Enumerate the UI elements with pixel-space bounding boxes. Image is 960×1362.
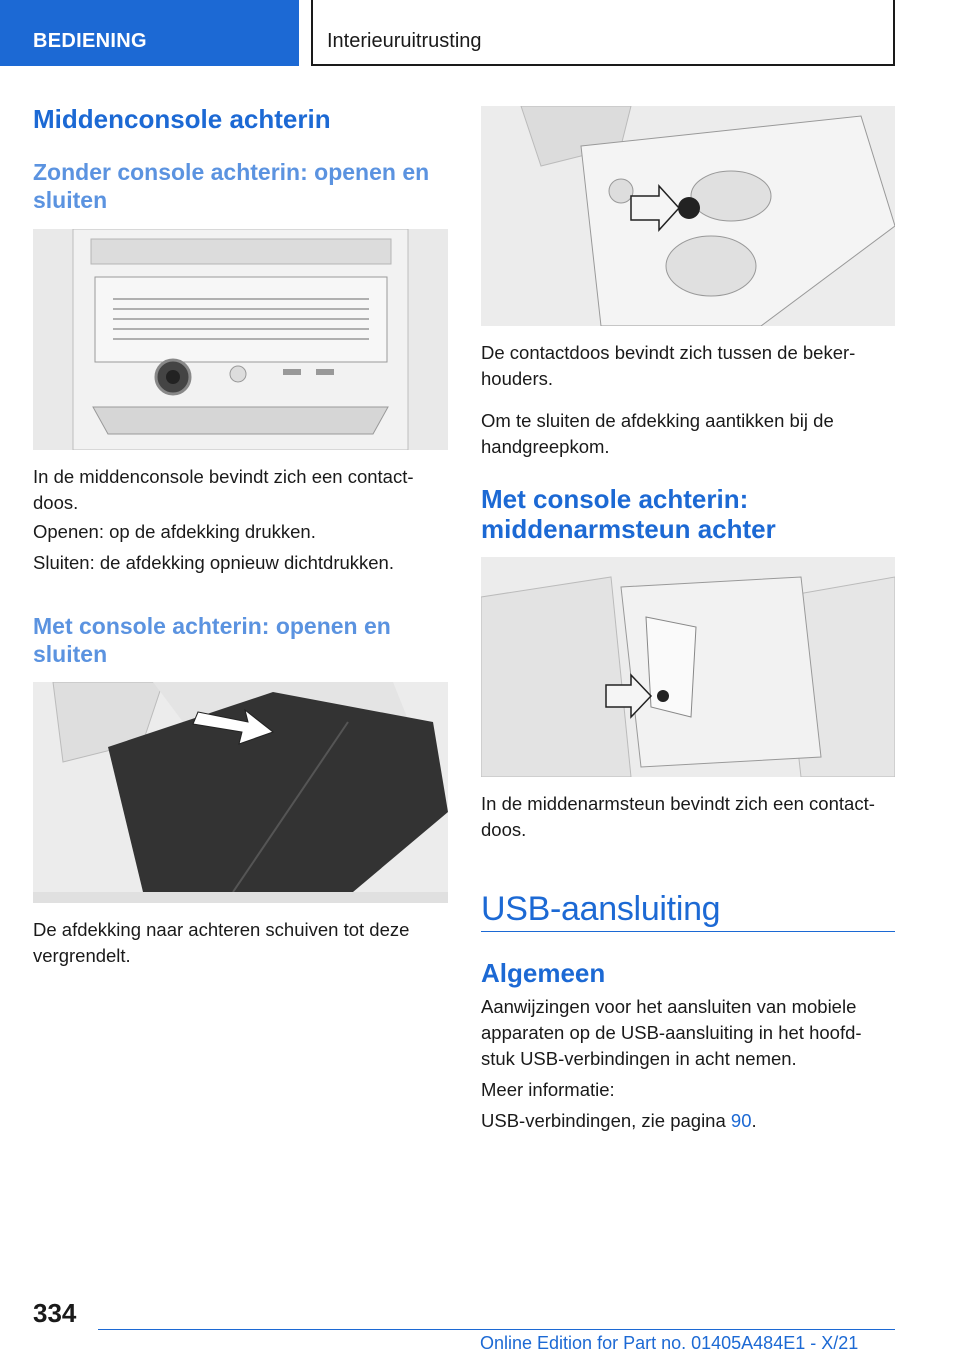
- paragraph-socket-between-cupholders: De contactdoos bevindt zich tussen de be…: [481, 342, 856, 389]
- paragraph-usb-reference: USB-verbindingen, zie pagina 90.: [481, 1110, 757, 1131]
- paragraph-open: Openen: op de afdekking drukken.: [33, 521, 316, 542]
- page-number: 334: [33, 1298, 77, 1328]
- chapter-tab: Interieuruitrusting: [311, 0, 895, 66]
- paragraph-usb-notes: Aanwijzingen voor het aansluiten van mob…: [481, 996, 862, 1069]
- subheading-general: Algemeen: [481, 958, 606, 988]
- paragraph-close: Sluiten: de afdekking opnieuw dichtdrukk…: [33, 552, 394, 573]
- illustration-sliding-cover: [33, 682, 448, 903]
- subheading-without-console: Zonder console achterin: openen en sluit…: [33, 159, 430, 213]
- illustration-socket-cupholders: [481, 106, 895, 326]
- paragraph-more-info: Meer informatie:: [481, 1079, 615, 1100]
- paragraph-socket-location: In de middenconsole bevindt zich een con…: [33, 466, 414, 513]
- illustration-center-console-socket: [33, 229, 448, 450]
- illustration-armrest-socket: [481, 557, 895, 777]
- usb-section-title: USB-aansluiting: [481, 890, 721, 928]
- subheading-with-console: Met console achterin: openen en sluiten: [33, 613, 391, 667]
- section-title: Middenconsole achterin: [33, 104, 331, 134]
- subheading-armrest: Met console achterin: middenarmsteun ach…: [481, 484, 776, 544]
- paragraph-armrest-socket: In de middenarmsteun bevindt zich een co…: [481, 793, 875, 840]
- paragraph-slide-cover: De afdekking naar achteren schuiven tot …: [33, 919, 410, 966]
- paragraph-close-cover: Om te sluiten de afdekking aantikken bij…: [481, 410, 834, 457]
- page-link-90[interactable]: 90: [730, 1110, 752, 1131]
- footer-divider: [98, 1329, 895, 1330]
- footer-edition: Online Edition for Part no. 01405A484E1 …: [480, 1333, 859, 1353]
- section-tab: BEDIENING: [0, 0, 299, 66]
- section-label: BEDIENING: [33, 30, 147, 52]
- title-divider: [481, 931, 895, 932]
- chapter-label: Interieuruitrusting: [327, 30, 482, 52]
